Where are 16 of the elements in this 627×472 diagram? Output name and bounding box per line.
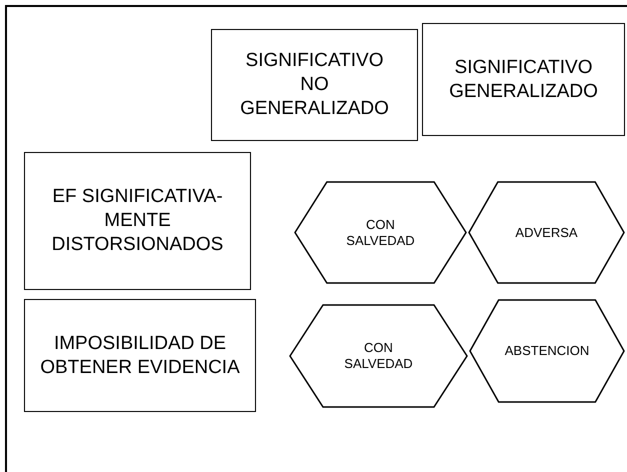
box-label: IMPOSIBILIDAD DE OBTENER EVIDENCIA (39, 332, 241, 380)
hexagon-label: CON SALVEDAD (345, 216, 416, 248)
box-label: SIGNIFICATIVO NO GENERALIZADO (239, 49, 390, 121)
text-box (24, 152, 251, 290)
box-label: EF SIGNIFICATIVA-MENTE DISTORSIONADOS (50, 185, 224, 257)
text-box (211, 29, 418, 141)
text-box (24, 299, 256, 412)
hexagon-shape (469, 299, 625, 403)
hexagon-shape (294, 181, 467, 284)
hexagon-shape (468, 181, 625, 284)
hexagon-label: CON SALVEDAD (343, 340, 414, 372)
hexagon-label: ADVERSA (515, 224, 578, 240)
text-box (422, 23, 625, 136)
box-label: SIGNIFICATIVO GENERALIZADO (448, 56, 599, 104)
hexagon-shape (289, 304, 468, 408)
hexagon-label: ABSTENCION (504, 343, 590, 359)
